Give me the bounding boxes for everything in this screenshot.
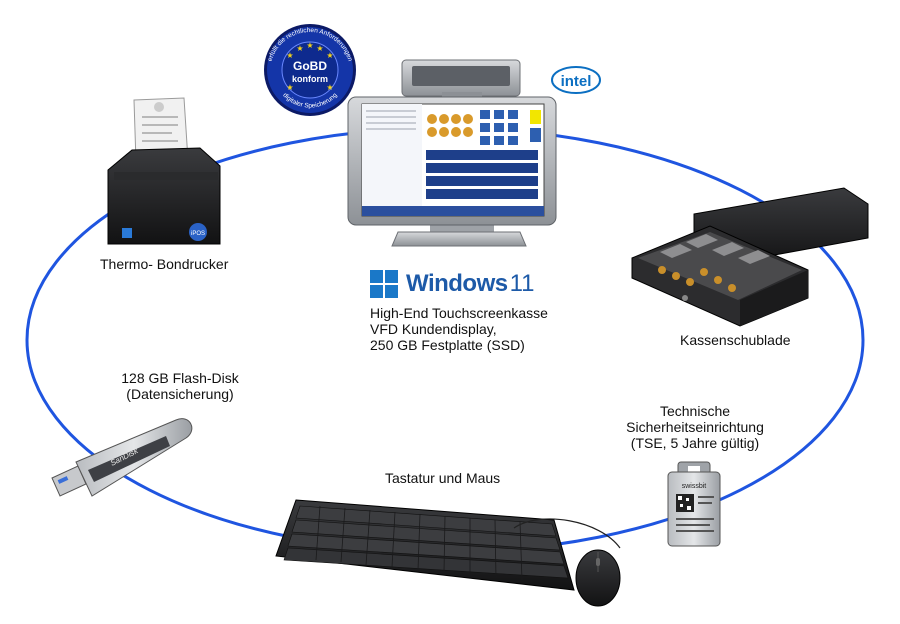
windows-logo: Windows 11 [370,268,540,300]
flash-label-line: 128 GB Flash-Disk [121,370,239,386]
tse-label-line: (TSE, 5 Jahre gültig) [630,435,760,451]
printer-brand: iPOS [191,231,205,237]
svg-text:★: ★ [296,44,303,53]
svg-text:★: ★ [326,83,333,92]
tse-stick-icon: swissbit [667,461,721,547]
svg-text:★: ★ [326,51,333,60]
keyboard-icon [275,499,621,591]
mouse-icon [575,549,621,607]
tse-label-line: Sicherheitseinrichtung [626,419,764,435]
terminal-label-line: High-End Touchscreenkasse [370,305,548,321]
badge-center-text-2: konform [292,74,328,84]
cash-drawer-icon [631,187,869,327]
intel-logo-text: intel [561,73,592,90]
svg-text:★: ★ [306,41,313,50]
gobd-badge-icon: erfüllt die rechtlichen Anforderungen di… [264,24,356,116]
svg-text:★: ★ [316,44,323,53]
receipt-printer-icon: iPOS [107,97,221,245]
tse-label-line: Technische [659,403,731,419]
badge-stars: ★ ★ ★ ★ ★ ★ ★ [286,41,333,92]
svg-text:★: ★ [286,51,293,60]
flash-label: 128 GB Flash-Disk (Datensicherung) [100,370,260,402]
printer-label: Thermo- Bondrucker [100,256,229,272]
windows-tile [385,285,398,298]
terminal-label-line: VFD Kundendisplay, [370,321,497,337]
windows-tile [370,285,383,298]
intel-logo-icon: intel [551,66,601,94]
keyboard-label: Tastatur und Maus [385,470,501,486]
windows-name: Windows [406,270,508,297]
svg-text:★: ★ [286,83,293,92]
badge-center-text: GoBD [293,59,327,73]
terminal-label: High-End Touchscreenkasse VFD Kundendisp… [370,305,548,353]
windows-version: 11 [509,270,535,297]
windows-tile [370,270,383,283]
drawer-label: Kassenschublade [680,332,791,348]
windows-tile [385,270,398,283]
pos-terminal-icon [347,59,557,247]
flash-label-line: (Datensicherung) [126,386,234,402]
terminal-label-line: 250 GB Festplatte (SSD) [370,337,525,353]
tse-label: Technische Sicherheitseinrichtung (TSE, … [600,403,790,451]
windows-logo-icon [370,270,398,298]
usb-flash-drive-icon: SanDisk [51,418,193,497]
tse-brand: swissbit [682,483,707,490]
